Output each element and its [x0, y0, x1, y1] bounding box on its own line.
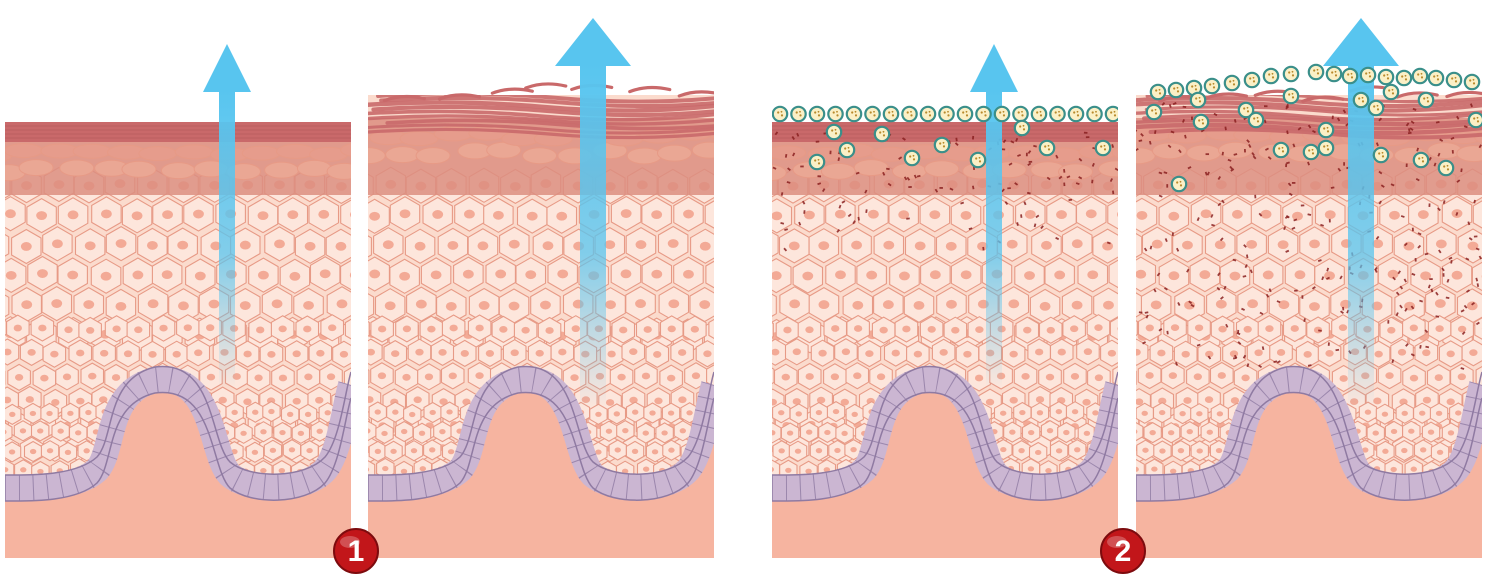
microbe-icon	[1069, 107, 1083, 121]
microbe-icon	[1327, 67, 1341, 81]
microbe-icon	[1284, 67, 1298, 81]
microbe-icon	[773, 107, 787, 121]
microbe-icon	[921, 107, 935, 121]
badge-2-label: 2	[1115, 535, 1132, 568]
microbe-icon	[1343, 69, 1357, 83]
microbe-icon	[1040, 141, 1054, 155]
microbe-icon	[958, 107, 972, 121]
microbe-icon	[1096, 141, 1110, 155]
microbe-icon	[828, 107, 842, 121]
microbe-icon	[1205, 79, 1219, 93]
microbe-icon	[905, 151, 919, 165]
microbe-icon	[1309, 65, 1323, 79]
microbe-icon	[1374, 148, 1388, 162]
microbe-icon	[939, 107, 953, 121]
microbe-icon	[1413, 69, 1427, 83]
microbe-icon	[976, 107, 990, 121]
microbe-icon	[791, 107, 805, 121]
microbe-icon	[995, 107, 1009, 121]
microbe-icon	[902, 107, 916, 121]
skin-panel-3	[772, 0, 1118, 577]
microbe-icon	[1169, 83, 1183, 97]
microbe-icon	[1319, 123, 1333, 137]
microbe-icon	[1245, 73, 1259, 87]
microbe-icon	[1225, 76, 1239, 90]
microbe-icon	[884, 107, 898, 121]
microbe-icon	[935, 138, 949, 152]
microbe-icon	[1172, 177, 1186, 191]
microbe-icon	[1274, 143, 1288, 157]
microbe-icon	[1361, 68, 1375, 82]
badge-1-label: 1	[348, 535, 365, 568]
microbe-icon	[1087, 107, 1101, 121]
microbe-icon	[1397, 71, 1411, 85]
microbe-icon	[840, 143, 854, 157]
microbe-icon	[1015, 121, 1029, 135]
microbe-icon	[1013, 107, 1027, 121]
skin-panel-1	[5, 0, 351, 577]
microbe-icon	[1106, 107, 1118, 121]
microbe-icon	[1284, 89, 1298, 103]
microbe-icon	[1249, 113, 1263, 127]
microbe-icon	[1032, 107, 1046, 121]
microbe-icon	[1384, 85, 1398, 99]
step-badge-2: 2	[1100, 528, 1146, 574]
microbe-icon	[1369, 101, 1383, 115]
microbe-icon	[810, 107, 824, 121]
microbe-icon	[847, 107, 861, 121]
microbe-icon	[827, 125, 841, 139]
step-badge-1: 1	[333, 528, 379, 574]
microbe-icon	[1354, 93, 1368, 107]
microbe-icon	[1469, 113, 1482, 127]
microbe-icon	[810, 155, 824, 169]
microbe-icon	[1194, 115, 1208, 129]
microbe-icon	[865, 107, 879, 121]
microbe-icon	[1050, 107, 1064, 121]
microbe-icon	[875, 127, 889, 141]
microbe-icon	[1147, 105, 1161, 119]
microbe-icon	[1439, 161, 1453, 175]
skin-panel-4	[1136, 0, 1482, 577]
microbe-icon	[1465, 75, 1479, 89]
skin-panel-2	[368, 0, 714, 577]
microbe-icon	[1304, 145, 1318, 159]
microbe-icon	[1429, 71, 1443, 85]
microbe-icon	[1191, 93, 1205, 107]
microbe-icon	[1414, 153, 1428, 167]
microbe-icon	[1151, 85, 1165, 99]
microbe-icon	[1264, 69, 1278, 83]
stratum-corneum	[5, 122, 351, 142]
microbe-icon	[971, 153, 985, 167]
microbe-icon	[1319, 141, 1333, 155]
microbe-icon	[1379, 70, 1393, 84]
microbe-icon	[1419, 93, 1433, 107]
microbe-icon	[1447, 73, 1461, 87]
